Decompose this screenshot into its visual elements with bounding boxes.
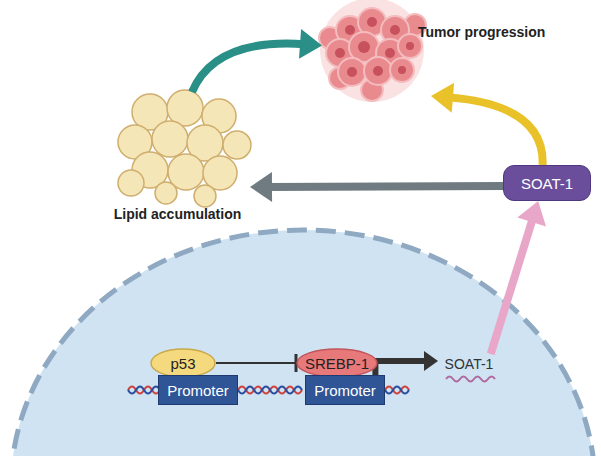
connector-arrow [192, 29, 322, 92]
node-text: SOAT-1 [521, 175, 573, 192]
connector-line [449, 97, 543, 165]
arrow-head [250, 172, 272, 202]
protein-ellipse: p53 [150, 348, 216, 378]
connector-arrow [431, 83, 543, 165]
promoter-box: Promoter [305, 375, 385, 405]
connector-arrow [216, 354, 296, 372]
arrow-head [431, 83, 454, 113]
arrow-head [517, 201, 546, 226]
lipid-cells [118, 90, 251, 207]
node-text: Promoter [167, 382, 229, 399]
connector-arrow [250, 172, 503, 202]
connector-line [268, 186, 503, 187]
connector-arrow [375, 351, 438, 375]
protein-box: SOAT-1 [503, 165, 591, 201]
mrna-wave [446, 377, 495, 382]
node-text: SOAT-1 [445, 356, 494, 372]
nucleus [11, 230, 595, 456]
node-text: Promoter [314, 382, 376, 399]
connector-line [192, 44, 304, 92]
node-text: Lipid accumulation [105, 206, 250, 222]
mrna-label: SOAT-1 [438, 354, 500, 374]
arrow-head [424, 351, 438, 371]
node-text: Tumor progression [418, 24, 545, 40]
lipid-node: Lipid accumulation [105, 92, 250, 224]
connector-line [375, 361, 426, 375]
connector-arrow [491, 201, 546, 354]
connector-line [216, 362, 296, 364]
tumor-node: Tumor progression [322, 4, 540, 96]
tumor-cluster [319, 0, 426, 102]
arrow-head [299, 29, 322, 59]
promoter-box: Promoter [158, 375, 238, 405]
node-text: p53 [170, 355, 195, 372]
node-text: SREBP-1 [305, 355, 369, 372]
connector-line [491, 218, 533, 354]
protein-ellipse: SREBP-1 [296, 348, 378, 378]
